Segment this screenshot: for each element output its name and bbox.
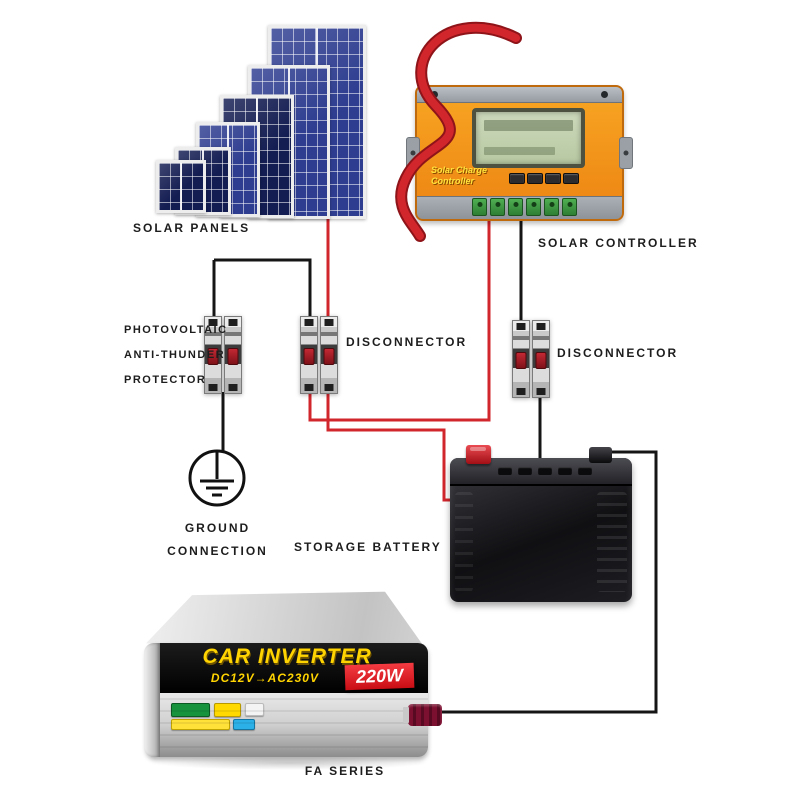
controller-button bbox=[563, 173, 579, 184]
controller-button bbox=[509, 173, 525, 184]
solar-panel bbox=[156, 160, 206, 213]
ground-symbol bbox=[188, 449, 246, 507]
ground-label-line1: GROUND bbox=[184, 521, 251, 535]
inverter-sticker bbox=[213, 703, 242, 717]
battery-cell-cap bbox=[538, 467, 552, 475]
terminal-block bbox=[526, 198, 541, 216]
protector-label-line3: PROTECTOR bbox=[124, 374, 207, 386]
inverter-sticker bbox=[171, 719, 230, 731]
terminal-block bbox=[472, 198, 487, 216]
inverter-shadow bbox=[150, 756, 430, 770]
inverter-power-badge: 220W bbox=[344, 663, 415, 691]
inverter-sticker bbox=[233, 719, 256, 731]
breaker-module bbox=[512, 320, 530, 398]
battery-ribs-left bbox=[455, 492, 473, 592]
terminal-block bbox=[544, 198, 559, 216]
inverter-top-face bbox=[146, 591, 426, 649]
battery-positive-terminal bbox=[466, 445, 491, 464]
protector-label-line1: PHOTOVOLTAIC bbox=[124, 324, 228, 336]
wire-panels-to-disconnector1-neg bbox=[214, 258, 312, 318]
battery-ribs-right bbox=[597, 492, 627, 592]
terminal-block bbox=[562, 198, 577, 216]
breaker-toggle bbox=[323, 348, 335, 366]
brand-line1: Solar Charge bbox=[431, 165, 488, 175]
breaker-toggle bbox=[207, 348, 219, 366]
disconnector-2 bbox=[512, 320, 550, 398]
solar-panels-label: SOLAR PANELS bbox=[133, 221, 251, 235]
inverter-sticker bbox=[171, 703, 211, 717]
breaker-module bbox=[532, 320, 550, 398]
disconnector-1 bbox=[300, 316, 338, 394]
disconnector1-label: DISCONNECTOR bbox=[346, 335, 468, 349]
inverter-sticker bbox=[244, 703, 264, 716]
car-inverter: CAR INVERTER DC12V→AC230V 220W bbox=[144, 590, 442, 762]
battery-cell-cap bbox=[518, 467, 532, 475]
breaker-module bbox=[224, 316, 242, 394]
inverter-label-band: CAR INVERTER DC12V→AC230V 220W bbox=[146, 643, 429, 694]
storage-battery-label: STORAGE BATTERY bbox=[294, 540, 442, 554]
breaker-toggle bbox=[515, 352, 527, 370]
mount-ear-left bbox=[406, 137, 420, 169]
terminal-block bbox=[508, 198, 523, 216]
breaker-module bbox=[320, 316, 338, 394]
lcd-display bbox=[472, 108, 585, 168]
breaker-toggle bbox=[535, 352, 547, 370]
inverter-dc-plug bbox=[403, 703, 442, 726]
battery-cell-cap bbox=[498, 467, 512, 475]
inverter-front-face: CAR INVERTER DC12V→AC230V 220W bbox=[146, 643, 429, 757]
breaker-toggle bbox=[227, 348, 239, 366]
disconnector2-label: DISCONNECTOR bbox=[557, 346, 679, 360]
wire-to-battery-positive bbox=[326, 394, 452, 502]
inverter-title: CAR INVERTER bbox=[202, 645, 372, 669]
battery-negative-terminal bbox=[589, 447, 612, 463]
storage-battery bbox=[450, 445, 632, 602]
controller-brand-text: Solar Charge Controller bbox=[431, 165, 487, 187]
inverter-spec: DC12V→AC230V bbox=[210, 671, 319, 686]
controller-button bbox=[545, 173, 561, 184]
breaker-module bbox=[300, 316, 318, 394]
solar-controller-label: SOLAR CONTROLLER bbox=[538, 236, 699, 250]
fa-series-label: FA SERIES bbox=[304, 764, 386, 778]
inverter-end-cap bbox=[144, 643, 160, 757]
terminal-block bbox=[490, 198, 505, 216]
battery-cell-cap bbox=[558, 467, 572, 475]
protector-label-line2: ANTI-THUNDER bbox=[124, 349, 226, 361]
screw-icon bbox=[601, 91, 608, 98]
controller-top-rail bbox=[417, 87, 622, 103]
screw-icon bbox=[431, 91, 438, 98]
ground-label-line2: CONNECTION bbox=[167, 544, 268, 558]
anti-thunder-protector bbox=[204, 316, 242, 394]
controller-button bbox=[527, 173, 543, 184]
brand-line2: Controller bbox=[431, 176, 475, 186]
solar-charge-controller: Solar Charge Controller bbox=[406, 85, 633, 221]
breaker-toggle bbox=[303, 348, 315, 366]
battery-cell-cap bbox=[578, 467, 592, 475]
mount-ear-right bbox=[619, 137, 633, 169]
